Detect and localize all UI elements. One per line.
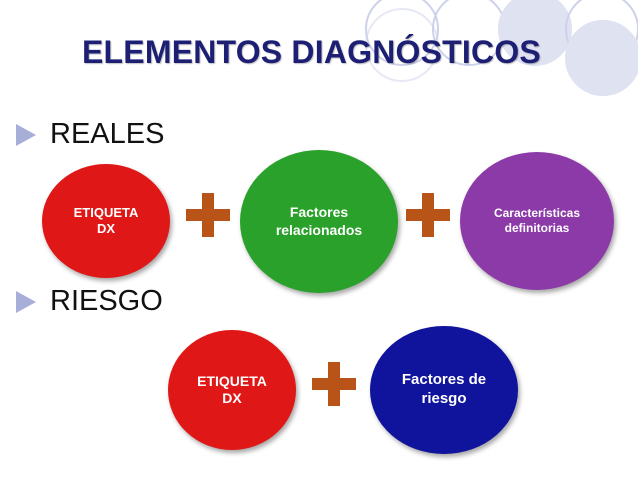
node-etiqueta-dx: ETIQUETA DX xyxy=(42,164,170,278)
node-label: ETIQUETA DX xyxy=(197,372,267,407)
bullet-label: RIESGO xyxy=(50,285,163,317)
node-label: Factores relacionados xyxy=(275,204,363,238)
bullet-arrow-icon xyxy=(16,290,36,313)
bullet-label: REALES xyxy=(50,118,165,150)
node-label: Factores de riesgo xyxy=(401,371,487,407)
plus-icon xyxy=(406,193,450,237)
node-caracteristicas-definitorias: Características definitorias xyxy=(460,152,614,290)
bullet-arrow-icon xyxy=(16,123,36,146)
bullet-riesgo: RIESGO xyxy=(16,285,163,318)
slide-title: ELEMENTOS DIAGNÓSTICOS xyxy=(82,34,541,70)
node-factores-relacionados: Factores relacionados xyxy=(240,150,398,293)
plus-icon xyxy=(186,193,230,237)
decorative-circle xyxy=(565,20,638,96)
node-factores-de-riesgo: Factores de riesgo xyxy=(370,326,518,454)
node-label: ETIQUETA DX xyxy=(73,204,139,236)
node-label: Características definitorias xyxy=(493,206,581,235)
node-etiqueta-dx: ETIQUETA DX xyxy=(168,330,296,450)
bullet-reales: REALES xyxy=(16,118,164,151)
plus-icon xyxy=(312,362,356,406)
decorative-circle xyxy=(365,8,439,82)
